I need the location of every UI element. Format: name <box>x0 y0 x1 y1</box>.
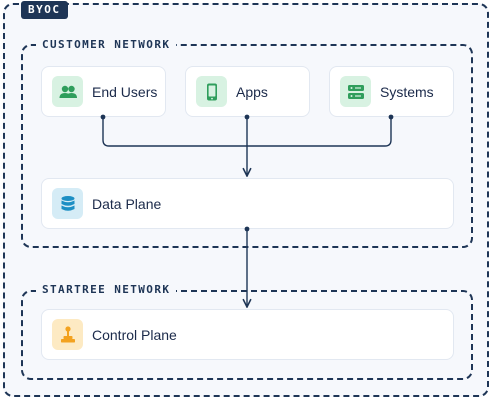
sources-to-data-plane-connector <box>100 114 394 176</box>
data-plane-node: Data Plane <box>41 178 454 229</box>
joystick-icon <box>52 319 83 350</box>
database-icon <box>52 188 83 219</box>
systems-label: Systems <box>380 83 434 100</box>
apps-node: Apps <box>185 66 310 117</box>
server-icon <box>340 76 371 107</box>
users-icon <box>52 76 83 107</box>
customer-network-label: CUSTOMER NETWORK <box>36 38 177 52</box>
data-plane-label: Data Plane <box>92 195 162 212</box>
end-users-node: End Users <box>41 66 166 117</box>
mobile-app-icon <box>196 76 227 107</box>
data-plane-to-control-plane-connector <box>245 226 250 307</box>
apps-label: Apps <box>236 83 268 100</box>
control-plane-node: Control Plane <box>41 309 454 360</box>
control-plane-label: Control Plane <box>92 326 177 343</box>
byoc-tag: BYOC <box>21 1 68 19</box>
end-users-label: End Users <box>92 83 158 100</box>
systems-node: Systems <box>329 66 454 117</box>
startree-network-label: STARTREE NETWORK <box>36 283 177 297</box>
